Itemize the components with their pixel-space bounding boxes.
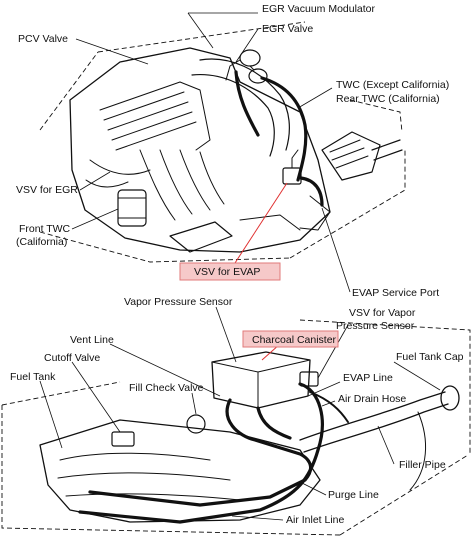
leader-lines xyxy=(39,12,441,521)
label-evap-line: EVAP Line xyxy=(343,372,393,384)
label-egr-vacuum-modulator: EGR Vacuum Modulator xyxy=(262,3,376,15)
label-egr-valve: EGR Valve xyxy=(262,23,313,35)
label-vapor-pressure-sensor: Vapor Pressure Sensor xyxy=(124,296,233,308)
label-fill-check-valve: Fill Check Valve xyxy=(129,382,204,394)
fuel-tank-assembly-drawing xyxy=(1,319,471,536)
label-front-twc-line1: Front TWC xyxy=(19,223,71,235)
label-charcoal-canister: Charcoal Canister xyxy=(252,334,337,346)
label-vsv-vapor-line2: Pressure Sensor xyxy=(336,320,415,332)
label-evap-service-port: EVAP Service Port xyxy=(352,287,439,299)
labels: EGR Vacuum Modulator EGR Valve PCV Valve… xyxy=(10,3,464,526)
label-air-inlet-line: Air Inlet Line xyxy=(286,514,345,526)
label-cutoff-valve: Cutoff Valve xyxy=(44,352,100,364)
charcoal-canister-highlight xyxy=(242,330,339,348)
label-purge-line: Purge Line xyxy=(328,489,379,501)
label-fuel-tank: Fuel Tank xyxy=(10,371,56,383)
label-fuel-tank-cap: Fuel Tank Cap xyxy=(396,351,464,363)
engine-assembly-drawing xyxy=(39,21,406,263)
label-twc-line2: Rear TWC (California) xyxy=(336,93,440,105)
label-pcv-valve: PCV Valve xyxy=(18,33,68,45)
label-vsv-vapor-line1: VSV for Vapor xyxy=(349,307,416,319)
label-vsv-for-evap: VSV for EVAP xyxy=(194,266,260,278)
label-vent-line: Vent Line xyxy=(70,334,114,346)
label-twc-line1: TWC (Except California) xyxy=(336,79,449,91)
vsv-evap-highlight xyxy=(179,262,281,281)
label-air-drain-hose: Air Drain Hose xyxy=(338,393,406,405)
label-filler-pipe: Filler Pipe xyxy=(399,459,446,471)
label-vsv-for-egr: VSV for EGR xyxy=(16,184,78,196)
label-front-twc-line2: (California) xyxy=(16,236,67,248)
